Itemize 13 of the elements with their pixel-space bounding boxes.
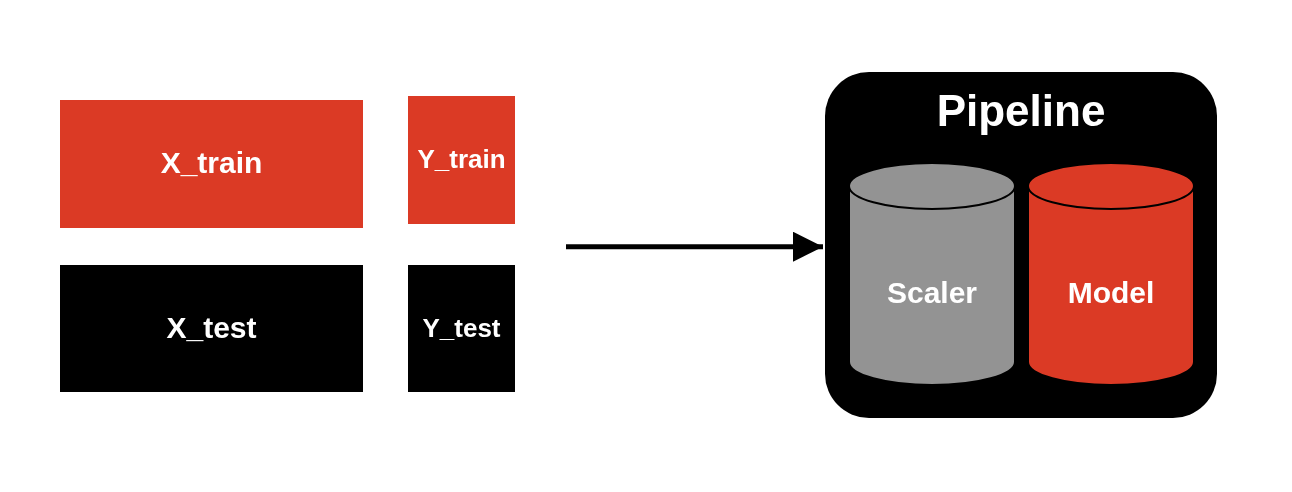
arrow xyxy=(566,231,823,262)
data-block xyxy=(60,100,363,228)
block-label: Y_test xyxy=(421,312,502,344)
data-block xyxy=(60,265,363,392)
block-label: X_test xyxy=(165,310,258,345)
data-block xyxy=(408,265,515,392)
cylinder-label: Scaler xyxy=(885,276,979,310)
cylinder-label: Model xyxy=(1066,276,1156,310)
block-label: Y_train xyxy=(416,144,507,176)
block-label: X_train xyxy=(159,146,264,180)
data-block xyxy=(408,96,515,224)
panel-title: Pipeline xyxy=(935,86,1107,136)
pipeline-panel xyxy=(825,72,1217,418)
